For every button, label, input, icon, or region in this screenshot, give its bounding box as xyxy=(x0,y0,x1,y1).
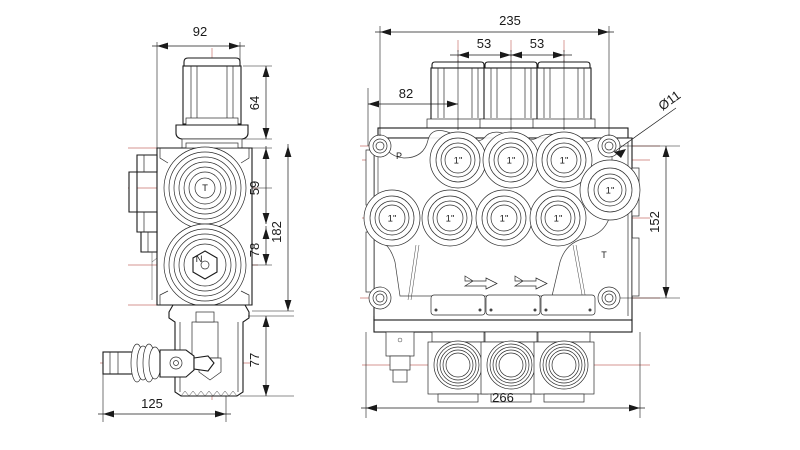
side-view: T N xyxy=(98,24,294,422)
dim-front-width-235: 235 xyxy=(375,13,614,136)
dim-front-pitch-53-1: 53 xyxy=(450,36,519,130)
port-bottom-2: 1" xyxy=(421,189,479,247)
port-label: 1" xyxy=(560,156,569,167)
port-label: 1" xyxy=(446,214,455,225)
port-label: 1" xyxy=(554,214,563,225)
port-label: 1" xyxy=(500,214,509,225)
front-bottom-fittings xyxy=(385,331,595,403)
dim-label-59: 59 xyxy=(247,181,262,195)
port-label: 1" xyxy=(454,156,463,167)
side-lever-linkage xyxy=(102,343,215,383)
dim-label-152: 152 xyxy=(647,211,662,233)
front-port-top-row: 1" 1" 1" xyxy=(429,131,593,189)
dim-front-hole-spacing-152: 152 xyxy=(620,145,680,299)
dim-side-bottom-width-125: 125 xyxy=(98,374,231,422)
dim-label-266: 266 xyxy=(492,390,514,405)
side-upper-port-T: T xyxy=(163,146,247,230)
internal-tie-left-2 xyxy=(410,244,420,301)
bottom-fitting-3 xyxy=(533,331,595,403)
side-upper-port-label: T xyxy=(202,183,208,194)
dim-label-125: 125 xyxy=(141,396,163,411)
bottom-fitting-1 xyxy=(427,331,489,403)
internal-tie-left xyxy=(407,244,417,301)
dim-label-182: 182 xyxy=(269,221,284,243)
port-bottom-3: 1" xyxy=(475,189,533,247)
relief-valve-stack xyxy=(385,331,415,383)
port-label: 1" xyxy=(507,156,516,167)
dim-label-64: 64 xyxy=(247,96,262,110)
control-lever-knob xyxy=(175,57,249,149)
mounting-hole-bottom-right xyxy=(597,286,621,310)
dim-side-total-height-182: 182 xyxy=(252,144,294,312)
dim-label-235: 235 xyxy=(499,13,521,28)
dim-label-53-a: 53 xyxy=(477,36,491,51)
side-lower-port-N: N xyxy=(163,223,247,307)
port-top-1: 1" xyxy=(429,131,487,189)
side-lower-port-label: N xyxy=(196,254,203,265)
port-top-2: 1" xyxy=(482,131,540,189)
flow-direction-arrows xyxy=(463,275,548,290)
lever-boot xyxy=(130,343,162,383)
dim-side-lever-height-64: 64 xyxy=(243,65,272,140)
port-top-3: 1" xyxy=(535,131,593,189)
port-bottom-4: 1" xyxy=(529,189,587,247)
tank-port-label: T xyxy=(601,250,607,260)
pressure-port-label: P xyxy=(396,151,402,161)
dim-side-width-92: 92 xyxy=(152,24,245,150)
dim-side-lower-height-77: 77 xyxy=(240,315,294,397)
dim-front-offset-82: 82 xyxy=(367,86,458,146)
flow-arrow-2 xyxy=(513,275,548,290)
port-bottom-1: 1" xyxy=(363,189,421,247)
bottom-fitting-2 xyxy=(480,331,542,403)
mounting-hole-bottom-left xyxy=(368,286,392,310)
dim-front-pitch-53-2: 53 xyxy=(503,36,572,130)
dim-label-92: 92 xyxy=(193,24,207,39)
front-bottom-pads xyxy=(430,294,596,316)
dim-label-53-b: 53 xyxy=(530,36,544,51)
dim-label-diameter-11: Ø11 xyxy=(655,87,683,113)
front-mounting-holes xyxy=(368,134,621,310)
dim-side-upper-port-59: 59 xyxy=(247,146,272,224)
internal-tie-right-2 xyxy=(575,244,587,301)
dim-label-82: 82 xyxy=(399,86,413,101)
side-left-flange xyxy=(128,154,158,300)
port-label: 1" xyxy=(606,186,615,197)
front-view: 1" 1" 1" 1 xyxy=(360,13,683,418)
front-port-right: 1" xyxy=(579,159,641,221)
dim-front-bottom-width-266: 266 xyxy=(361,332,645,418)
flow-arrow-1 xyxy=(463,275,498,290)
front-port-bottom-row: 1" 1" 1" 1" xyxy=(363,189,587,247)
internal-tie-right xyxy=(572,244,584,301)
dim-label-77: 77 xyxy=(247,353,262,367)
dim-side-lower-port-78: 78 xyxy=(247,226,272,266)
dim-label-78: 78 xyxy=(247,243,262,257)
front-base-strip xyxy=(373,319,633,333)
mounting-hole-top-left xyxy=(368,134,392,158)
port-label: 1" xyxy=(388,214,397,225)
